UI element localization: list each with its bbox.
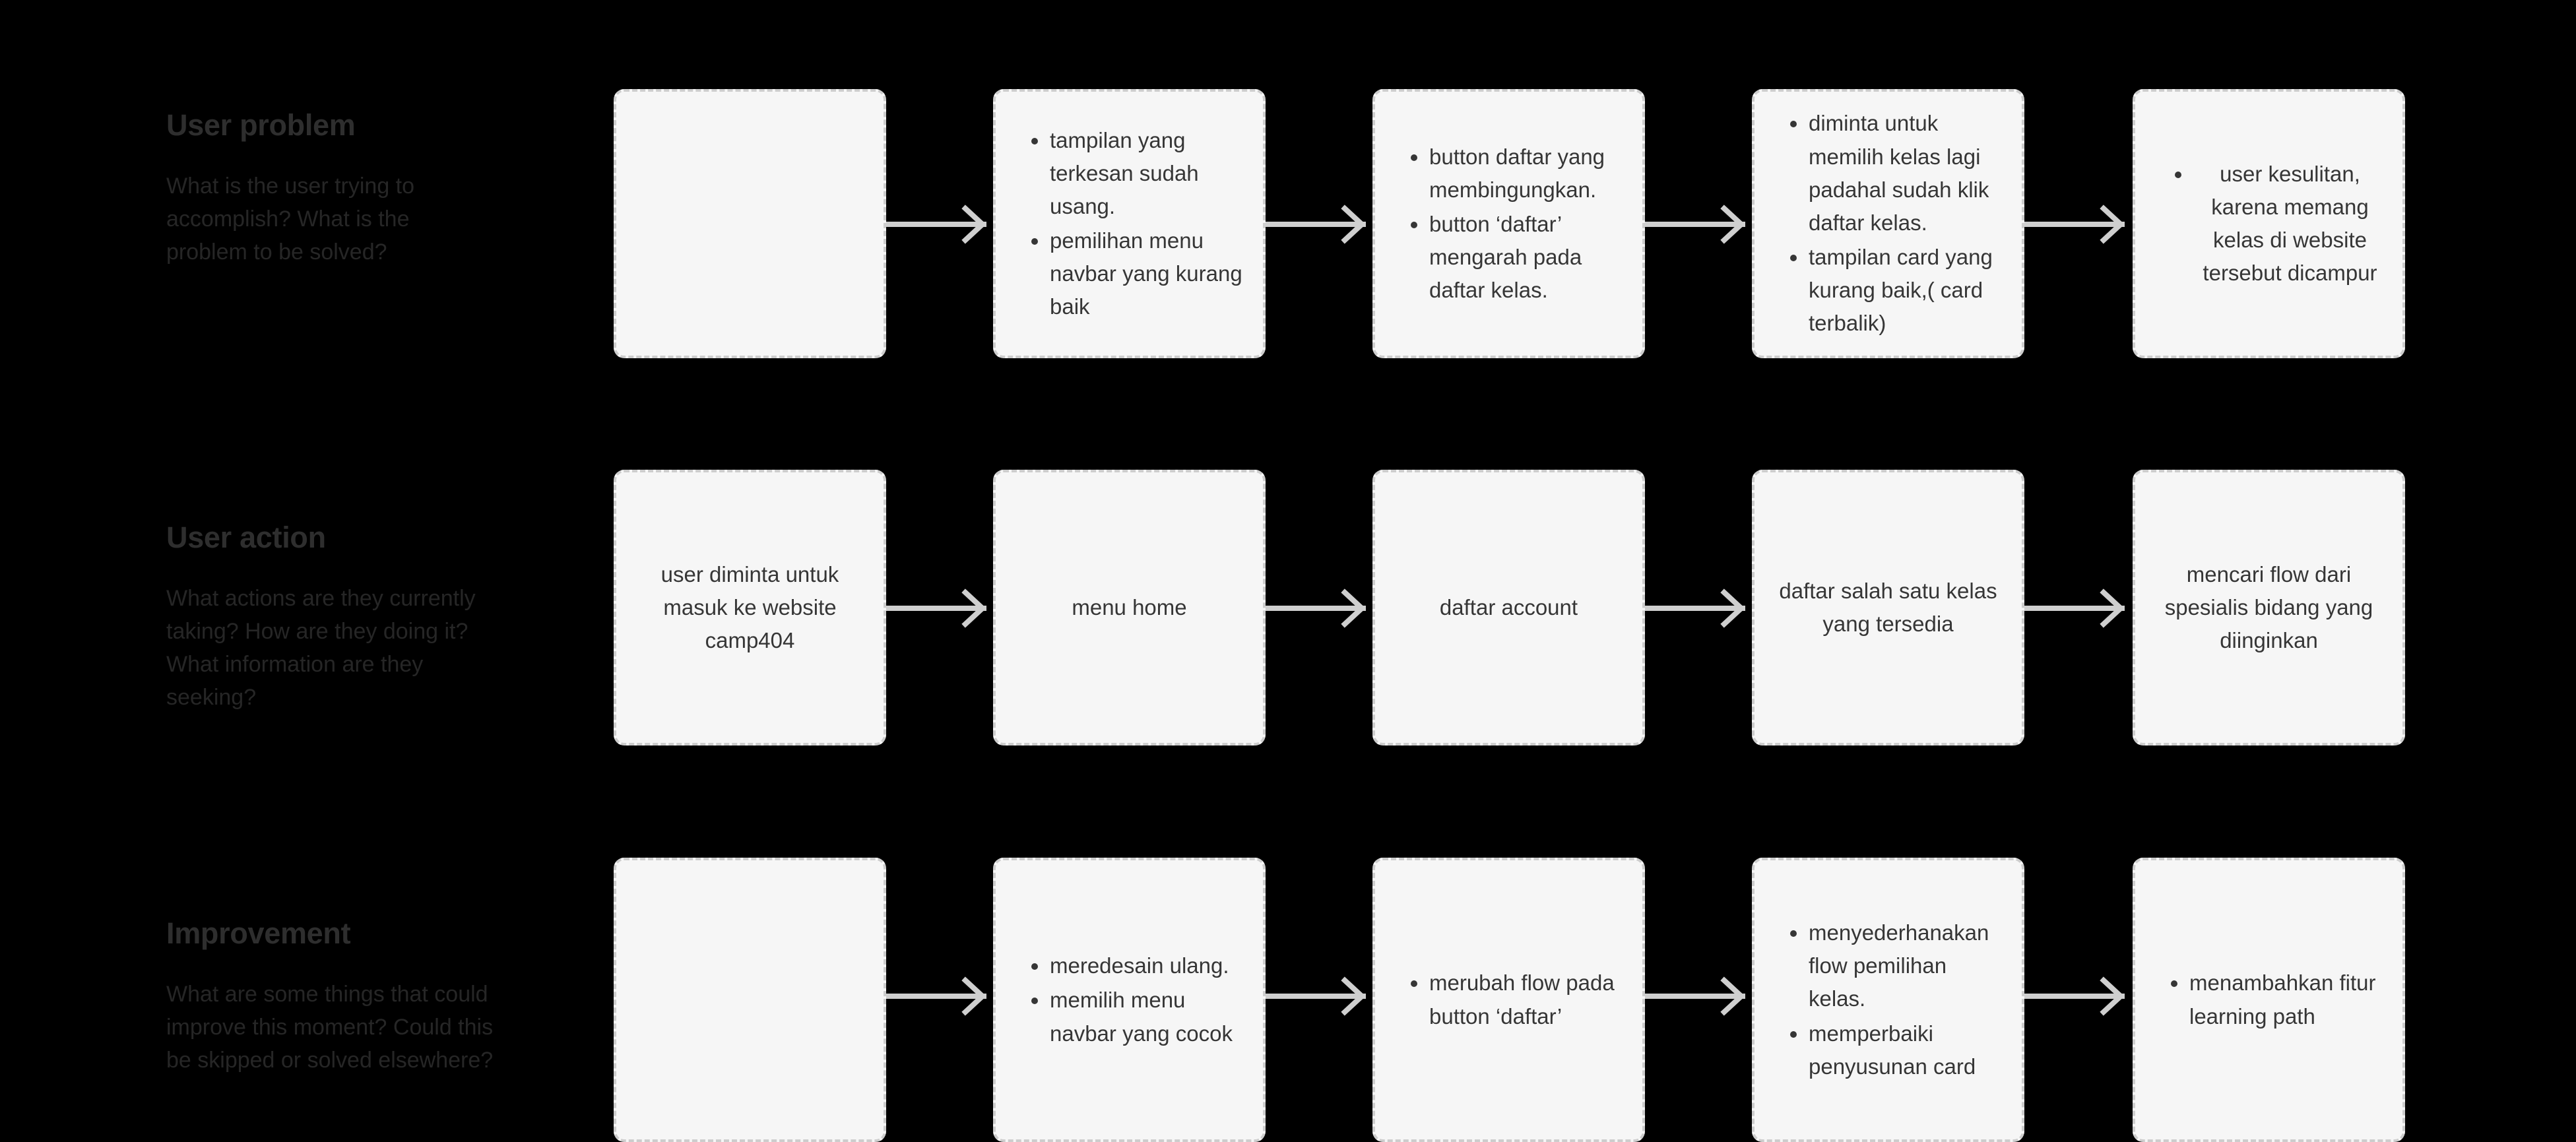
card-user-problem-1[interactable] xyxy=(614,89,886,358)
list-item: memilih menu navbar yang cocok xyxy=(1023,984,1247,1050)
card-content: tampilan yang terkesan sudah usang. pemi… xyxy=(996,124,1263,324)
card-improvement-3[interactable]: merubah flow pada button ‘daftar’ xyxy=(1372,858,1645,1142)
list-item: button ‘daftar’ mengarah pada daftar kel… xyxy=(1403,208,1626,307)
card-content: menyederhanakan flow pemilihan kelas. me… xyxy=(1755,916,2022,1083)
card-content: user diminta untuk masuk ke website camp… xyxy=(616,558,884,657)
bullet-list: meredesain ulang. memilih menu navbar ya… xyxy=(1012,949,1247,1050)
card-user-action-3[interactable]: daftar account xyxy=(1372,470,1645,745)
bullet-list: user kesulitan, karena memang kelas di w… xyxy=(2151,158,2387,290)
row-title: Improvement xyxy=(166,916,351,950)
list-item: user kesulitan, karena memang kelas di w… xyxy=(2163,158,2387,290)
row-description: What actions are they currently taking? … xyxy=(166,585,476,711)
list-item: pemilihan menu navbar yang kurang baik xyxy=(1023,224,1247,323)
card-text: daftar account xyxy=(1439,594,1578,619)
list-item: menambahkan fitur learning path xyxy=(2163,967,2387,1032)
card-user-action-5[interactable]: mencari flow dari spesialis bidang yang … xyxy=(2133,470,2405,745)
card-text: daftar salah satu kelas yang tersedia xyxy=(1779,578,1997,636)
arrow-right-icon xyxy=(2024,205,2131,244)
card-user-problem-2[interactable]: tampilan yang terkesan sudah usang. pemi… xyxy=(993,89,1266,358)
arrow-right-icon xyxy=(1645,588,1752,628)
bullet-list: diminta untuk memilih kelas lagi padahal… xyxy=(1770,107,2006,340)
card-content: menu home xyxy=(996,591,1263,624)
list-item: button daftar yang membingungkan. xyxy=(1403,141,1626,206)
arrow-right-icon xyxy=(1645,205,1752,244)
card-user-action-4[interactable]: daftar salah satu kelas yang tersedia xyxy=(1752,470,2024,745)
card-content: mencari flow dari spesialis bidang yang … xyxy=(2135,558,2402,657)
card-improvement-4[interactable]: menyederhanakan flow pemilihan kelas. me… xyxy=(1752,858,2024,1142)
row-title: User action xyxy=(166,521,326,554)
card-user-problem-3[interactable]: button daftar yang membingungkan. button… xyxy=(1372,89,1645,358)
row-description: What is the user trying to accomplish? W… xyxy=(166,173,415,265)
arrow-right-icon xyxy=(1266,205,1372,244)
bullet-list: button daftar yang membingungkan. button… xyxy=(1391,141,1626,307)
card-content: daftar salah satu kelas yang tersedia xyxy=(1755,575,2022,641)
card-text: mencari flow dari spesialis bidang yang … xyxy=(2164,561,2373,653)
arrow-right-icon xyxy=(2024,588,2131,628)
arrow-right-icon xyxy=(1645,976,1752,1016)
card-content: merubah flow pada button ‘daftar’ xyxy=(1375,967,1642,1032)
row-label-user-problem: User problem What is the user trying to … xyxy=(166,109,496,269)
bullet-list: menyederhanakan flow pemilihan kelas. me… xyxy=(1770,916,2006,1083)
row-title: User problem xyxy=(166,108,356,142)
row-label-improvement: Improvement What are some things that co… xyxy=(166,917,496,1077)
row-description: What are some things that could improve … xyxy=(166,981,494,1073)
list-item: memperbaiki penyusunan card xyxy=(1782,1017,2006,1083)
list-item: merubah flow pada button ‘daftar’ xyxy=(1403,967,1626,1032)
bullet-list: tampilan yang terkesan sudah usang. pemi… xyxy=(1012,124,1247,324)
card-content: diminta untuk memilih kelas lagi padahal… xyxy=(1755,107,2022,340)
list-item: meredesain ulang. xyxy=(1023,949,1247,982)
bullet-list: menambahkan fitur learning path xyxy=(2151,967,2387,1032)
card-content: user kesulitan, karena memang kelas di w… xyxy=(2135,158,2402,290)
card-text: menu home xyxy=(1072,594,1187,619)
card-improvement-1[interactable] xyxy=(614,858,886,1142)
card-user-action-2[interactable]: menu home xyxy=(993,470,1266,745)
arrow-right-icon xyxy=(886,205,993,244)
card-improvement-5[interactable]: menambahkan fitur learning path xyxy=(2133,858,2405,1142)
card-user-action-1[interactable]: user diminta untuk masuk ke website camp… xyxy=(614,470,886,745)
arrow-right-icon xyxy=(886,976,993,1016)
arrow-right-icon xyxy=(1266,976,1372,1016)
card-text: user diminta untuk masuk ke website camp… xyxy=(660,561,839,653)
card-user-problem-5[interactable]: user kesulitan, karena memang kelas di w… xyxy=(2133,89,2405,358)
list-item: menyederhanakan flow pemilihan kelas. xyxy=(1782,916,2006,1015)
card-content: button daftar yang membingungkan. button… xyxy=(1375,141,1642,307)
card-user-problem-4[interactable]: diminta untuk memilih kelas lagi padahal… xyxy=(1752,89,2024,358)
card-content: meredesain ulang. memilih menu navbar ya… xyxy=(996,949,1263,1050)
bullet-list: merubah flow pada button ‘daftar’ xyxy=(1391,967,1626,1032)
row-label-user-action: User action What actions are they curren… xyxy=(166,521,496,714)
card-content: menambahkan fitur learning path xyxy=(2135,967,2402,1032)
list-item: diminta untuk memilih kelas lagi padahal… xyxy=(1782,107,2006,239)
arrow-right-icon xyxy=(1266,588,1372,628)
arrow-right-icon xyxy=(886,588,993,628)
list-item: tampilan yang terkesan sudah usang. xyxy=(1023,124,1247,223)
card-content: daftar account xyxy=(1375,591,1642,624)
arrow-right-icon xyxy=(2024,976,2131,1016)
card-improvement-2[interactable]: meredesain ulang. memilih menu navbar ya… xyxy=(993,858,1266,1142)
list-item: tampilan card yang kurang baik,( card te… xyxy=(1782,241,2006,340)
